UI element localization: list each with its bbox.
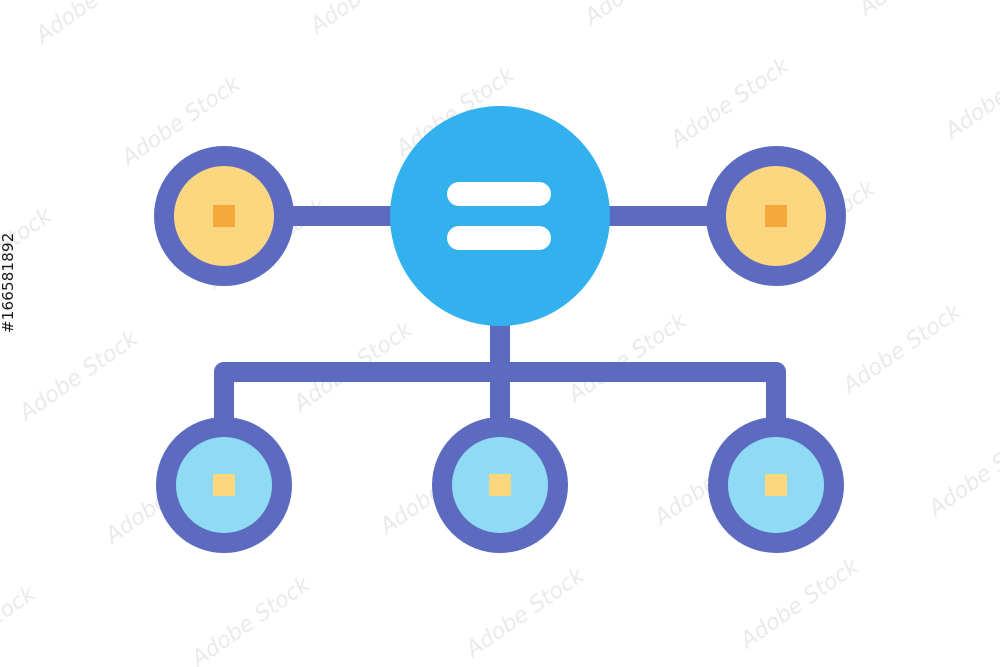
child-node-left (156, 417, 292, 553)
square-icon (213, 474, 235, 496)
right-node (706, 146, 846, 286)
square-icon (765, 205, 787, 227)
equals-icon (447, 182, 551, 250)
square-icon (213, 205, 235, 227)
child-node-right (708, 417, 844, 553)
square-icon (765, 474, 787, 496)
hub-node (390, 106, 610, 326)
connectors (214, 206, 786, 430)
left-node (154, 146, 294, 286)
child-node-center (432, 417, 568, 553)
square-icon (489, 474, 511, 496)
stock-id-label: #166581892 (0, 232, 17, 333)
